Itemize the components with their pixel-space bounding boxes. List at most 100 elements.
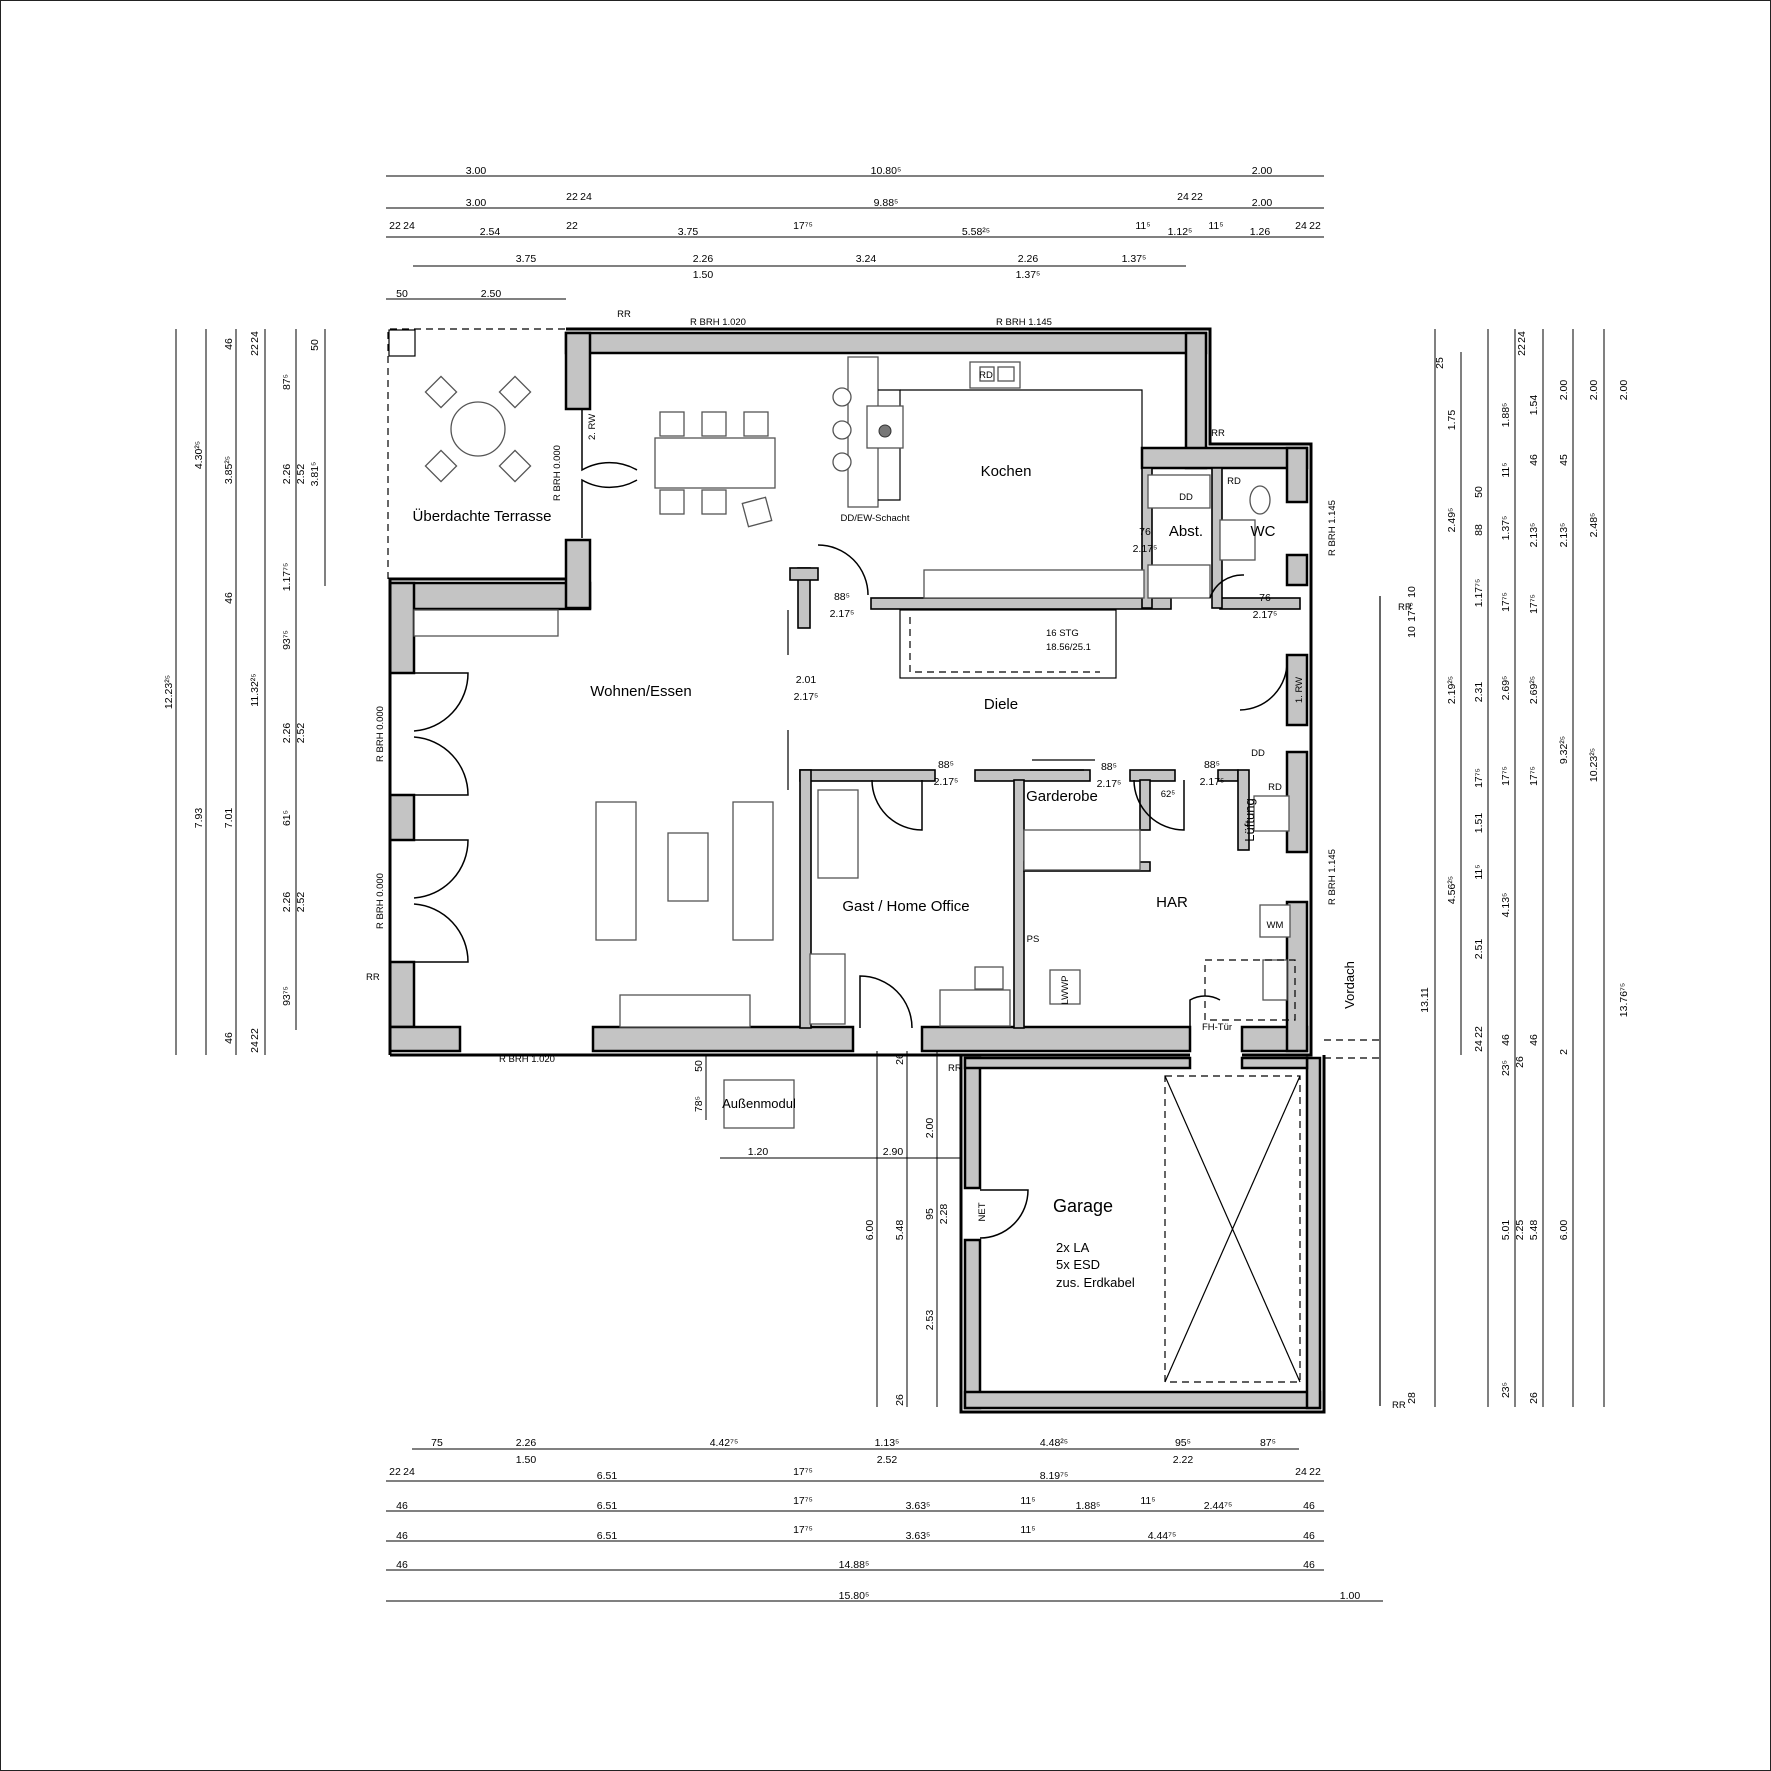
dim-text: 4.13⁵ [1500, 893, 1512, 918]
dd-har: DD [1251, 748, 1265, 759]
stairs-label-1: 16 STG [1046, 628, 1079, 639]
dim-text: 1.75 [1446, 410, 1458, 431]
garage-note-2: 5x ESD [1056, 1257, 1100, 1272]
dim-text: 13.11 [1419, 987, 1431, 1013]
room-kochen: Kochen [981, 463, 1032, 480]
plan-annotations: R BRH 1.020 R BRH 1.145 R BRH 1.020 R BR… [366, 309, 1412, 1411]
dim-text: 4.44⁷⁵ [1148, 1530, 1177, 1542]
dim-text: 2.13⁵ [1528, 523, 1540, 548]
dim-text: 17⁷⁵ [1473, 768, 1485, 788]
dim-text: 22 [566, 220, 578, 232]
dim-text: 2.22 [1173, 1454, 1194, 1466]
dim-text: 45 [1558, 454, 1570, 466]
dim-text: 1.17⁷⁵ [281, 563, 293, 592]
terrace [387, 328, 566, 579]
dim-text: 61⁵ [281, 810, 293, 826]
dim-text: 28 [1406, 1392, 1418, 1404]
dim-text: 24 [249, 1041, 261, 1053]
dim-text: 2.49⁵ [1446, 508, 1458, 533]
dim-text: 87⁵ [281, 374, 293, 390]
dim-text: 5.48 [894, 1220, 906, 1241]
dim-text: 11⁵ [1020, 1524, 1035, 1536]
brh-south: R BRH 1.020 [499, 1054, 555, 1065]
garage-note-1: 2x LA [1056, 1240, 1090, 1255]
dim-text: 3.85²⁵ [223, 456, 235, 484]
dim-text: 11⁵ [1140, 1495, 1155, 1507]
dim-text: 50 [693, 1060, 705, 1072]
dim-text: 22 [1191, 191, 1203, 203]
dim-text: 22 [389, 1466, 401, 1478]
dim-text: 46 [396, 1500, 408, 1512]
room-aussenmodul: Außenmodul [722, 1096, 796, 1111]
rr-6: RR [1392, 1400, 1406, 1411]
rw2-label: 2. RW [587, 414, 598, 440]
dims-right: 1.75 2.49⁵ 2.19²⁵ 4.56²⁵ 25 50 88 1.17⁷⁵… [1406, 331, 1630, 1052]
lueftung-label: Lüftung [1242, 798, 1257, 841]
dim-text: 46 [1303, 1559, 1315, 1571]
dims-garage: 50 78⁵ 1.20 2.90 6.00 5.48 26 26 2.00 95… [693, 1034, 1570, 1406]
dim-text: 11⁵ [1020, 1495, 1035, 1507]
ps-label: PS [1027, 934, 1040, 945]
dim-text: 95 [924, 1208, 936, 1220]
net-label: NET [977, 1202, 988, 1221]
dim-text: 3.75 [516, 253, 537, 265]
dim-text: 2.28 [938, 1204, 950, 1225]
rr-3: RR [1398, 602, 1412, 613]
rd-har: RD [1268, 782, 1282, 793]
dim-text: 22 [389, 220, 401, 232]
dim-text: 2.26 [516, 1437, 537, 1449]
dim-text: 17⁷⁵ [1406, 602, 1418, 622]
dim-text: 22 [1309, 1466, 1321, 1478]
dim-text: 22 [1309, 220, 1321, 232]
opening-diele-h: 2.17⁵ [794, 691, 819, 703]
dim-text: 17⁷⁵ [1528, 594, 1540, 614]
dim-text: 2.53 [924, 1310, 936, 1331]
dim-text: 24 [1516, 331, 1528, 343]
dim-text: 24 [403, 1466, 415, 1478]
dim-text: 2.51 [1473, 939, 1485, 960]
room-gast: Gast / Home Office [842, 898, 969, 915]
room-terrasse: Überdachte Terrasse [413, 507, 552, 525]
dim-text: 46 [396, 1530, 408, 1542]
dim-text: 6.51 [597, 1470, 618, 1482]
opening-labels: 88⁵ 2.17⁵ 2.01 2.17⁵ 76 2.17⁵ 76 2.17⁵ 8… [794, 526, 1278, 800]
dim-text: 2.52 [295, 723, 307, 744]
dim-text: 3.63⁵ [906, 1530, 931, 1542]
dim-text: 2.69²⁵ [1528, 676, 1540, 704]
dim-text: 7.93 [193, 808, 205, 829]
dim-text: 23⁵ [1500, 1382, 1512, 1398]
dim-text: 46 [1303, 1500, 1315, 1512]
dim-text: 12.23²⁵ [163, 675, 175, 709]
dim-text: 26 [1528, 1392, 1540, 1404]
dim-text: 6.00 [864, 1220, 876, 1241]
dim-text: 1.37⁵ [1500, 516, 1512, 541]
dim-text: 46 [1528, 454, 1540, 466]
dim-text: 26 [894, 1394, 906, 1406]
dim-text: 24 [403, 220, 415, 232]
dims-bottom: 75 2.26 1.50 4.42⁷⁵ 1.13⁵ 2.52 4.48²⁵ 95… [389, 1437, 1360, 1602]
opening-diele-w: 2.01 [796, 674, 817, 686]
walls [388, 327, 1326, 1414]
dim-text: 2.19²⁵ [1446, 676, 1458, 704]
dim-text: 46 [223, 592, 235, 604]
brh-west-1: R BRH 0.000 [375, 706, 386, 762]
dim-text: 2.25 [1514, 1220, 1526, 1241]
dim-text: 93⁷⁵ [281, 630, 293, 650]
rr-2: RR [1211, 428, 1225, 439]
room-labels: Überdachte Terrasse Wohnen/Essen Kochen … [413, 463, 1357, 1290]
dim-text: 11⁵ [1208, 220, 1223, 232]
dim-text: 24 [1295, 1466, 1307, 1478]
dim-text: 2 [1558, 1049, 1570, 1055]
dim-text: 46 [1303, 1530, 1315, 1542]
brh-east-1: R BRH 1.145 [1327, 500, 1338, 556]
dim-text: 22 [249, 344, 261, 356]
dim-text: 6.51 [597, 1500, 618, 1512]
opening-wc-h: 2.17⁵ [1253, 609, 1278, 621]
opening-har-small: 62⁵ [1161, 789, 1176, 800]
dim-text: 50 [1473, 486, 1485, 498]
dim-text: 2.13⁵ [1558, 523, 1570, 548]
dim-text: 26 [1514, 1056, 1526, 1068]
dim-text: 4.30²⁵ [193, 441, 205, 469]
dim-text: 3.24 [856, 253, 877, 265]
rw1-label: 1. RW [1294, 677, 1305, 703]
